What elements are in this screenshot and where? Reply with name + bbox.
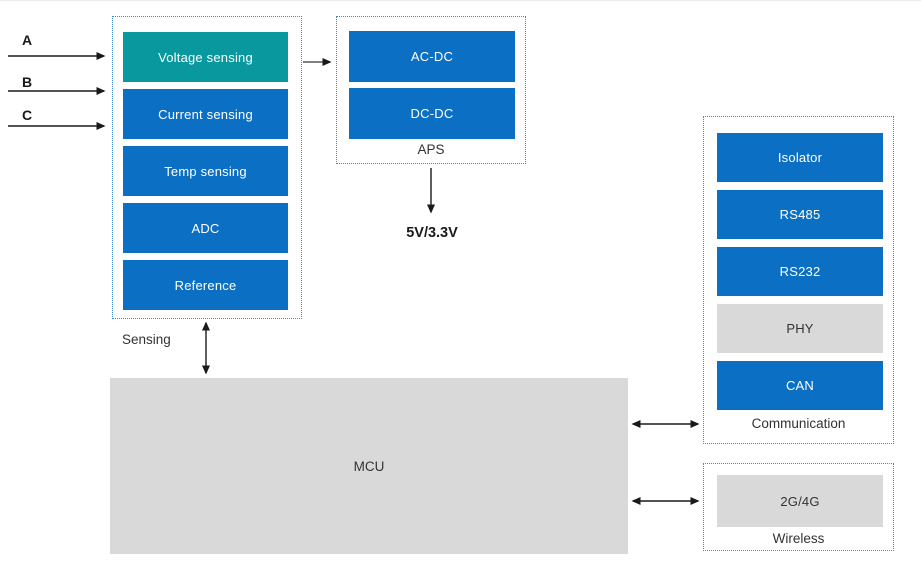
communication-group [703,116,894,444]
wireless-group-label: Wireless [772,531,825,546]
block-2g-4g: 2G/4G [717,475,883,527]
communication-group-label: Communication [751,416,846,431]
power-rail-label: 5V/3.3V [406,225,458,241]
block-mcu: MCU [110,378,628,554]
wireless-group [703,463,894,551]
block-current-sensing: Current sensing [123,89,288,139]
block-reference: Reference [123,260,288,310]
input-label-b: B [21,74,33,90]
block-phy: PHY [717,304,883,353]
block-ac-dc: AC-DC [349,31,515,82]
block-can: CAN [717,361,883,410]
block-isolator: Isolator [717,133,883,182]
input-label-c: C [21,107,33,123]
input-label-a: A [21,32,33,48]
block-adc: ADC [123,203,288,253]
block-rs232: RS232 [717,247,883,296]
block-dc-dc: DC-DC [349,88,515,139]
sensing-group-label: Sensing [122,332,171,347]
sensing-group [112,16,302,319]
block-temp-sensing: Temp sensing [123,146,288,196]
block-voltage-sensing: Voltage sensing [123,32,288,82]
block-rs485: RS485 [717,190,883,239]
aps-group [336,16,526,164]
aps-group-label: APS [417,142,445,157]
